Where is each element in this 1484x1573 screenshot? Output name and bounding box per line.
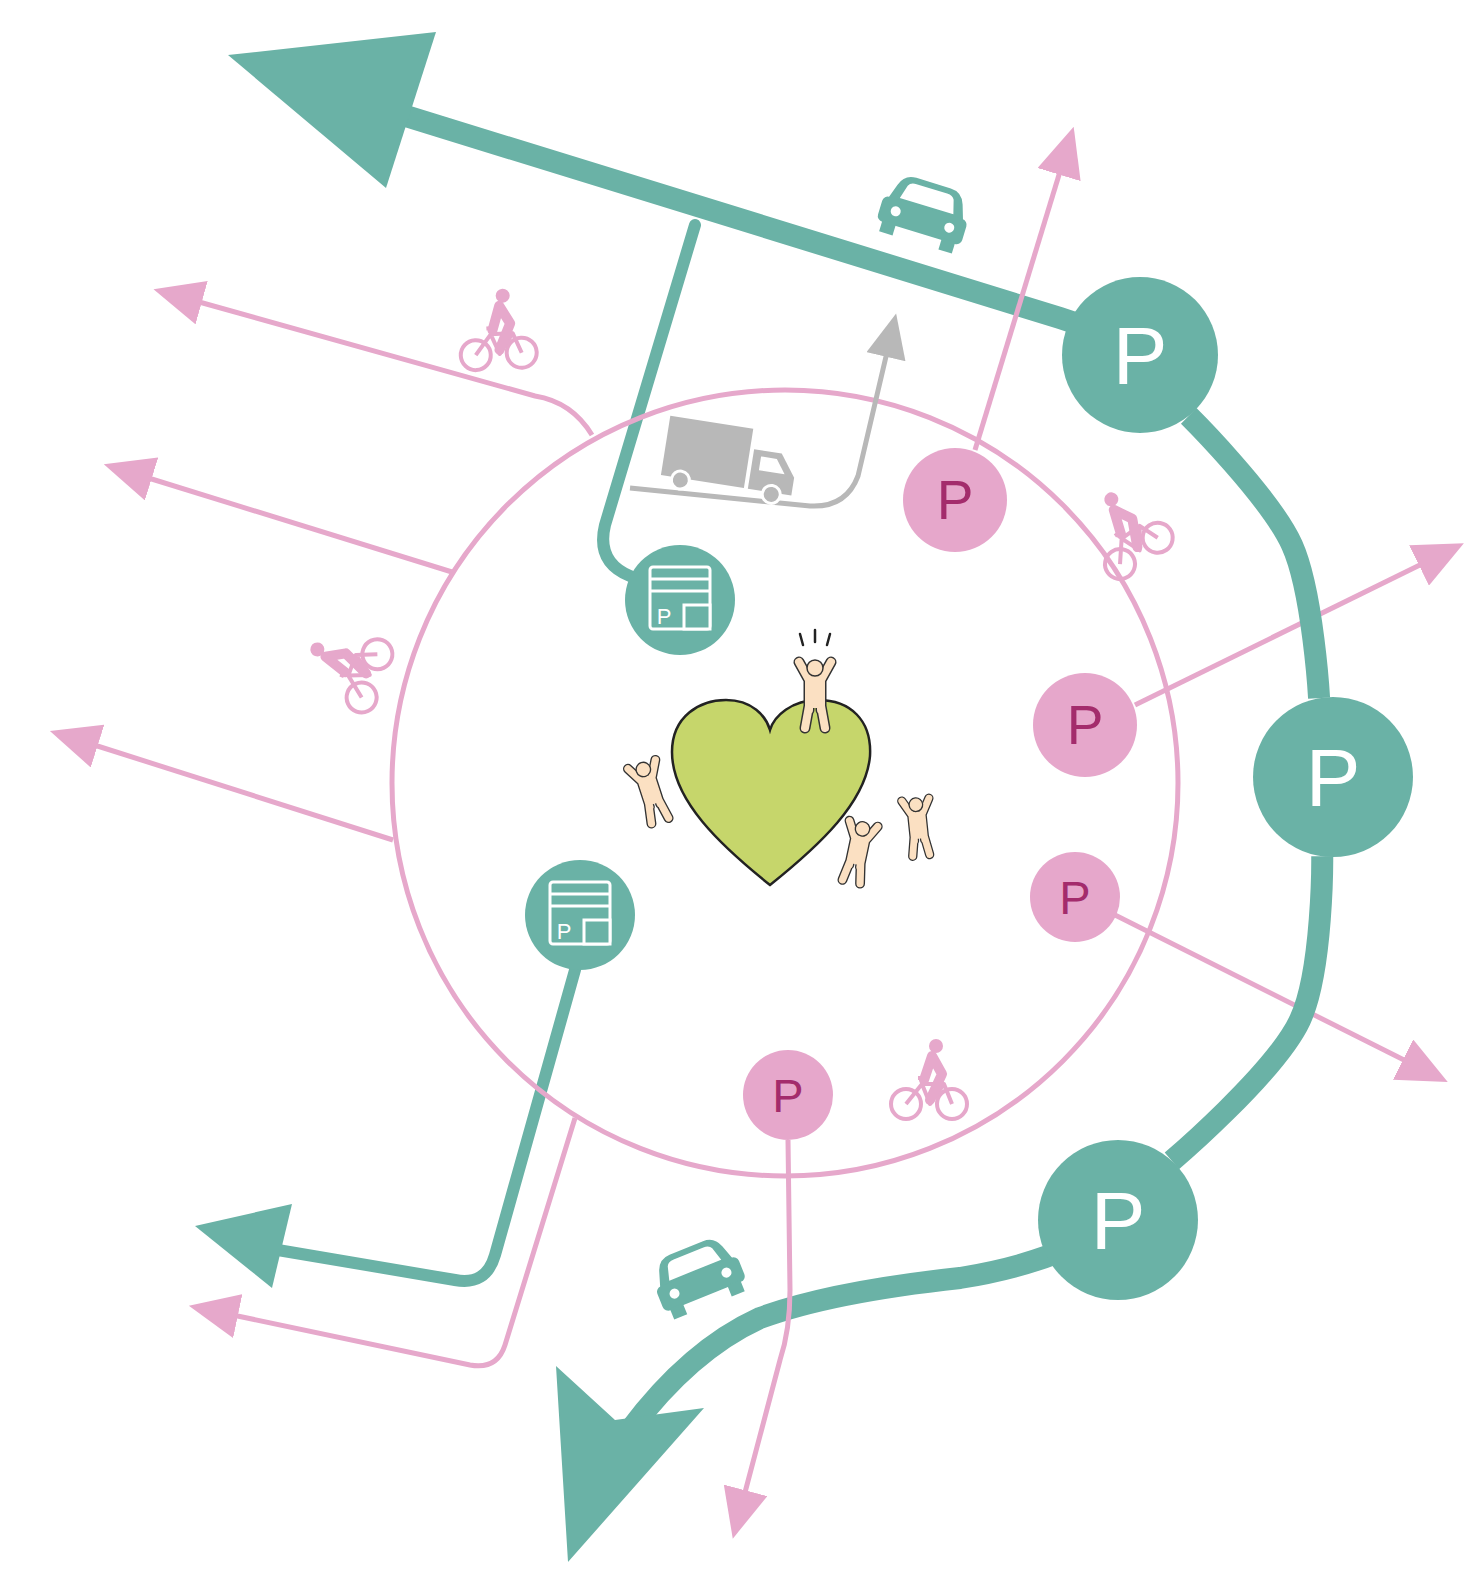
node-outline bbox=[625, 545, 735, 655]
parking-letter: P bbox=[1030, 874, 1120, 921]
node-circle bbox=[525, 860, 635, 970]
node-circle bbox=[903, 448, 1007, 552]
parking-letter: P bbox=[552, 921, 576, 943]
garage-icon bbox=[650, 567, 710, 629]
node-circle bbox=[1033, 673, 1137, 777]
node-circle bbox=[743, 1050, 833, 1140]
node-circle bbox=[1253, 697, 1413, 857]
node-circle bbox=[625, 545, 735, 655]
parking-letter: P bbox=[1062, 315, 1218, 397]
node-circle bbox=[1062, 277, 1218, 433]
parking-letter: P bbox=[1253, 737, 1413, 819]
bike-parking-circle: P bbox=[1030, 852, 1120, 942]
parking-letter: P bbox=[1038, 1180, 1198, 1262]
garage-icon bbox=[550, 882, 610, 944]
car-parking-circle: P bbox=[1253, 697, 1413, 857]
car-parking-circle: P bbox=[1038, 1140, 1198, 1300]
road-connector bbox=[1172, 856, 1322, 1161]
parking-letter: P bbox=[743, 1072, 833, 1119]
car-parking-circle: P bbox=[1062, 277, 1218, 433]
parking-letter: P bbox=[652, 606, 676, 628]
node-circle bbox=[1030, 852, 1120, 942]
bike-parking-circle: P bbox=[903, 448, 1007, 552]
bike-parking-circle: P bbox=[1033, 673, 1137, 777]
parking-garage: P bbox=[525, 860, 635, 970]
node-circle bbox=[1038, 1140, 1198, 1300]
parking-garage: P bbox=[625, 545, 735, 655]
parking-letter: P bbox=[903, 473, 1007, 528]
node-outline bbox=[525, 860, 635, 970]
parking-letter: P bbox=[1033, 698, 1137, 753]
road-connector bbox=[1189, 416, 1319, 698]
bike-parking-circle: P bbox=[743, 1050, 833, 1140]
